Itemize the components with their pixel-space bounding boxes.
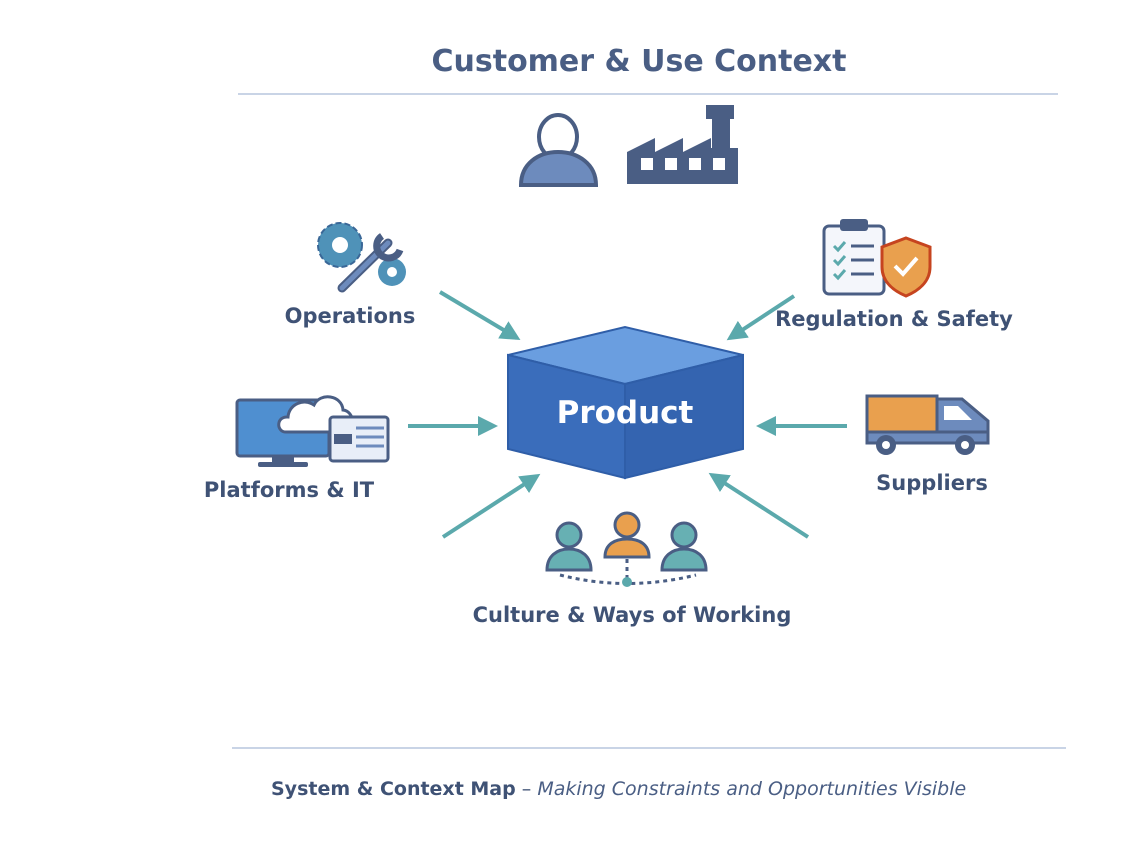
platforms-it-label: Platforms & IT xyxy=(203,478,375,502)
arrow-regulation xyxy=(726,294,796,341)
arrow-culture-left xyxy=(441,473,541,539)
page-title: Customer & Use Context xyxy=(431,44,847,79)
gears-wrench-icon xyxy=(317,222,406,293)
footer-separator: – xyxy=(515,778,538,800)
factory-icon xyxy=(627,105,738,184)
clipboard-shield-icon xyxy=(822,219,932,298)
footer-caption: System & Context Map – Making Constraint… xyxy=(271,778,966,800)
suppliers-label: Suppliers xyxy=(876,471,988,495)
arrow-operations xyxy=(438,290,521,341)
culture-label: Culture & Ways of Working xyxy=(472,603,792,627)
footer-title: System & Context Map xyxy=(271,778,516,800)
regulation-safety-label: Regulation & Safety xyxy=(775,307,1013,331)
operations-label: Operations xyxy=(284,304,416,328)
product-label: Product xyxy=(556,395,694,431)
footer-subtitle: Making Constraints and Opportunities Vis… xyxy=(537,778,967,800)
product-cube xyxy=(507,325,744,480)
computer-cloud-icon xyxy=(235,395,390,467)
team-icon xyxy=(545,511,708,587)
arrow-culture-right xyxy=(708,472,810,539)
truck-icon xyxy=(865,394,990,455)
person-icon xyxy=(518,113,599,187)
